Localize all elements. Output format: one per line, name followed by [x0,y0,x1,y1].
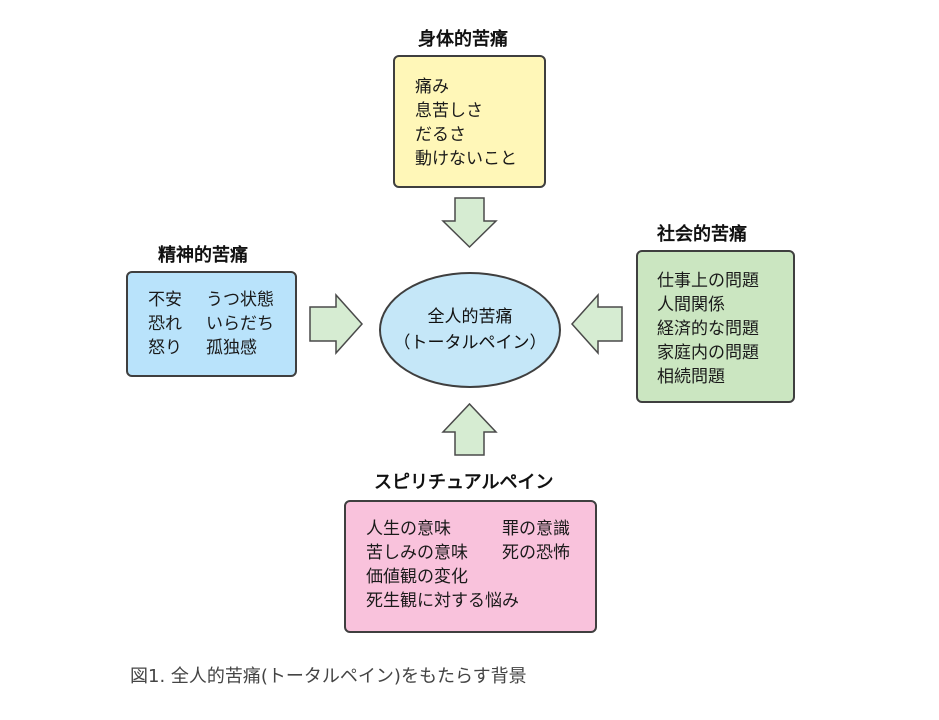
physical-item: だるさ [415,125,466,145]
arrow-down-icon [441,197,498,249]
mental-pain-heading: 精神的苦痛 [158,245,248,266]
physical-item: 痛み [415,77,449,97]
spiritual-item: 罪の意識 [502,519,570,539]
mental-item: 孤独感 [206,338,257,358]
spiritual-item: 死の恐怖 [502,543,570,563]
physical-item: 息苦しさ [415,101,483,121]
mental-pain-box: 不安 うつ状態 恐れ いらだち 怒り 孤独感 [126,271,297,377]
spiritual-item: 苦しみの意味 [366,543,468,563]
total-pain-label: 全人的苦痛 [427,307,513,327]
arrow-left-icon [570,293,623,355]
spiritual-item: 価値観の変化 [366,567,468,587]
mental-item: うつ状態 [206,290,274,310]
mental-row: 不安 うつ状態 [148,288,295,312]
mental-item: 怒り [148,338,182,358]
arrow-right-icon [309,293,364,355]
mental-item: いらだち [206,314,274,334]
mental-item: 恐れ [148,314,182,334]
spiritual-row: 死生観に対する悩み [366,589,595,613]
physical-pain-heading: 身体的苦痛 [418,29,508,50]
social-item: 人間関係 [657,295,725,315]
mental-item: 不安 [148,290,182,310]
spiritual-item: 死生観に対する悩み [366,591,519,611]
mental-row: 恐れ いらだち [148,312,295,336]
spiritual-row: 苦しみの意味 死の恐怖 [366,541,595,565]
social-item: 家庭内の問題 [657,343,759,363]
social-item: 相続問題 [657,367,725,387]
figure-caption: 図1. 全人的苦痛(トータルペイン)をもたらす背景 [130,666,527,687]
total-pain-ellipse: 全人的苦痛 （トータルペイン） [379,272,561,388]
spiritual-pain-box: 人生の意味 罪の意識 苦しみの意味 死の恐怖 価値観の変化 死生観に対する悩み [344,500,597,633]
spiritual-row: 人生の意味 罪の意識 [366,517,595,541]
physical-pain-box: 痛み 息苦しさ だるさ 動けないこと [393,55,546,188]
spiritual-item: 人生の意味 [366,519,451,539]
social-item: 経済的な問題 [657,319,759,339]
spiritual-row: 価値観の変化 [366,565,595,589]
total-pain-sublabel: （トータルペイン） [393,333,547,353]
spiritual-pain-heading: スピリチュアルペイン [374,472,554,493]
social-pain-box: 仕事上の問題 人間関係 経済的な問題 家庭内の問題 相続問題 [636,250,795,403]
mental-row: 怒り 孤独感 [148,336,295,360]
arrow-up-icon [441,402,498,456]
social-item: 仕事上の問題 [657,271,759,291]
social-pain-heading: 社会的苦痛 [657,224,747,245]
physical-item: 動けないこと [415,149,517,169]
